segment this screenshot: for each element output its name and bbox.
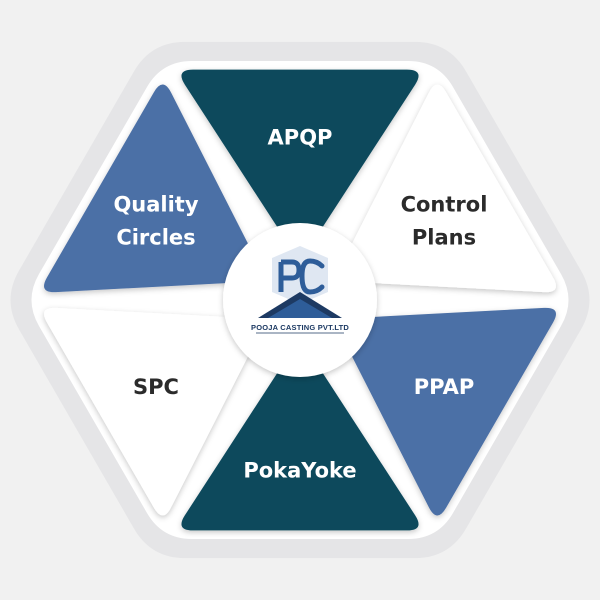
- logo-company-name: POOJA CASTING PVT.LTD: [251, 323, 349, 332]
- segment-label-control-plans-line-1: Control: [401, 192, 488, 216]
- segment-label-ppap: PPAP: [414, 375, 475, 399]
- logo-inner-triangle: [268, 299, 332, 318]
- segment-label-quality-circles-line-1: Quality: [113, 192, 198, 216]
- logo-monogram-p: [278, 259, 302, 292]
- segment-label-pokayoke: PokaYoke: [243, 458, 356, 482]
- segment-label-spc: SPC: [133, 375, 179, 399]
- logo-monogram-c: [299, 258, 325, 295]
- segment-label-quality-circles-line-2: Circles: [116, 225, 195, 249]
- center-logo: POOJA CASTING PVT.LTD: [223, 223, 377, 377]
- pooja-casting-logo-icon: [258, 246, 342, 318]
- segment-ppap: [338, 307, 556, 516]
- segment-quality-circles: [44, 84, 262, 293]
- segment-label-control-plans-line-2: Plans: [412, 225, 476, 249]
- segment-spc: [44, 307, 262, 516]
- segment-apqp: [181, 69, 419, 255]
- segment-control-plans: [338, 84, 556, 293]
- segment-label-apqp: APQP: [268, 126, 333, 150]
- segment-pokayoke: [181, 345, 419, 531]
